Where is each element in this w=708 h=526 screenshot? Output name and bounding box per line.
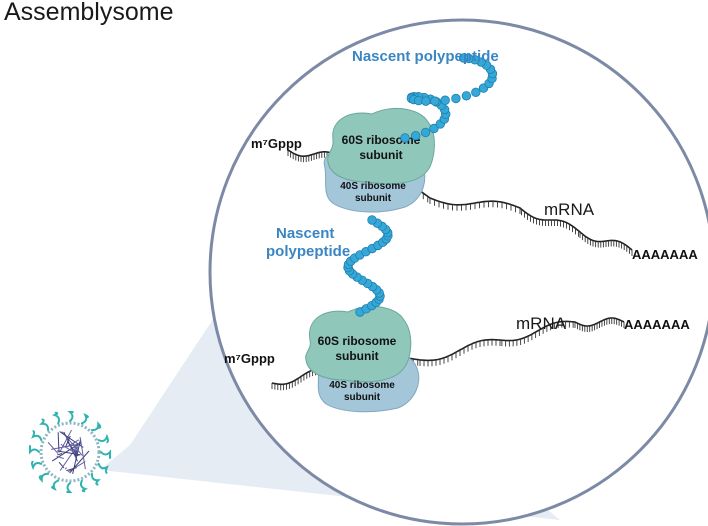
amino-acid-bead-icon <box>400 133 410 143</box>
mrna-top-label: mRNA <box>544 200 595 219</box>
subunit-60s-bottom <box>305 306 412 383</box>
amino-acid-bead-icon <box>451 93 461 104</box>
subunit-40s-top-label-2: subunit <box>355 193 392 204</box>
subunit-60s-top <box>327 108 435 185</box>
amino-acid-bead-icon <box>440 95 450 105</box>
amino-acid-bead-icon <box>410 130 421 141</box>
amino-acid-bead-icon <box>367 215 377 225</box>
cap-top-label: m⁷Gppp <box>251 136 302 151</box>
polypeptide-chains <box>343 53 498 317</box>
ribosome-top: 60S ribosome subunit 40S ribosome subuni… <box>323 108 435 213</box>
assemblysome-particle-icon <box>29 411 111 494</box>
polypeptide-mid-label-1: Nascent <box>276 225 334 242</box>
mrna-bottom-label: mRNA <box>516 314 567 333</box>
subunit-40s-bottom-label-1: 40S ribosome <box>329 380 395 391</box>
polypeptide-mid-label-2: polypeptide <box>266 243 350 260</box>
ribosome-bottom: 60S ribosome subunit 40S ribosome subuni… <box>305 306 420 413</box>
amino-acid-bead-icon <box>461 91 472 101</box>
amino-acid-bead-icon <box>458 53 469 63</box>
subunit-40s-top-label-1: 40S ribosome <box>340 181 406 192</box>
amino-acid-bead-icon <box>429 123 439 134</box>
amino-acid-bead-icon <box>430 96 440 106</box>
subunit-60s-bottom-label-1: 60S ribosome <box>318 334 397 348</box>
polya-bottom-label: AAAAAAA <box>624 317 690 332</box>
polypeptide-chain-top <box>400 53 498 143</box>
subunit-60s-bottom-label-2: subunit <box>335 349 378 363</box>
amino-acid-bead-icon <box>421 96 431 106</box>
page-title: Assemblysome <box>4 0 174 26</box>
polypeptide-chain-bottom <box>343 215 393 317</box>
amino-acid-bead-icon <box>420 127 431 138</box>
subunit-60s-top-label-2: subunit <box>359 148 402 162</box>
polya-top-label: AAAAAAA <box>632 247 698 262</box>
amino-acid-bead-icon <box>471 87 481 97</box>
polypeptide-top-label: Nascent polypeptide <box>352 48 499 65</box>
subunit-40s-bottom-label-2: subunit <box>344 392 381 403</box>
cap-bottom-label: m⁷Gppp <box>224 351 275 366</box>
